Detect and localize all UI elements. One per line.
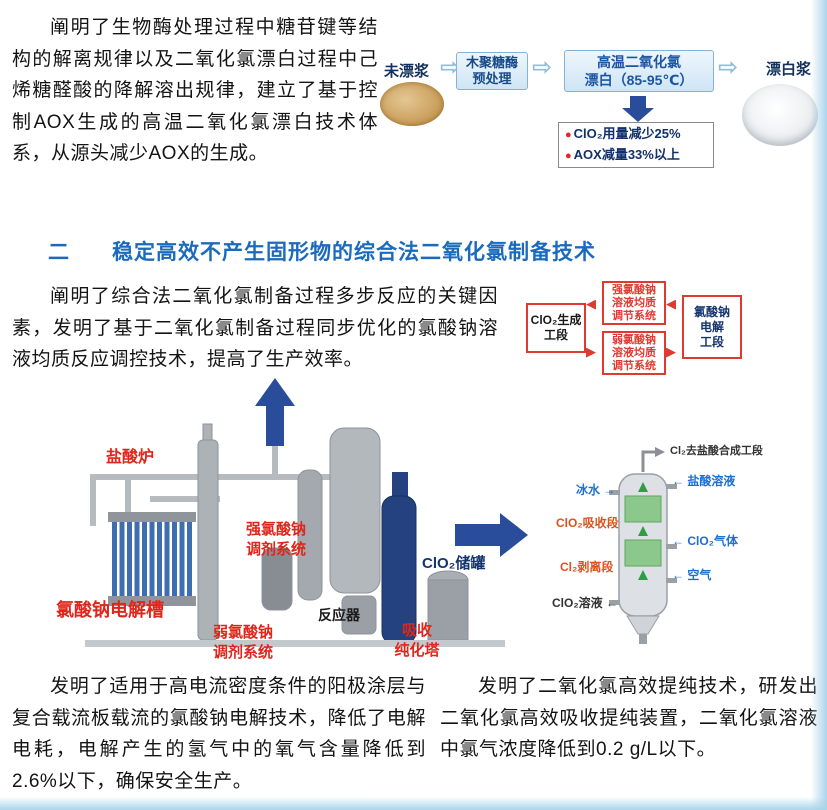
enzyme-pretreatment-box: 木聚糖酶 预处理 xyxy=(456,52,528,90)
arrow-left-icon: ← xyxy=(672,474,684,488)
unbleached-pulp-image xyxy=(380,82,444,126)
clo2-solution-text: ClO₂溶液 xyxy=(552,596,603,610)
clo2-gas-text: ClO₂气体 xyxy=(687,534,739,548)
section-heading: 二 稳定高效不产生固形物的综合法二氧化氯制备技术 xyxy=(48,236,596,266)
cl2-to-hcl-synthesis-label: Cl₂去盐酸合成工段 xyxy=(670,445,763,457)
intro-paragraph: 阐明了生物酶处理过程中糖苷键等结构的解离规律以及二氧化氯漂白过程中己烯糖醛酸的降… xyxy=(12,17,378,164)
result-text: AOX减量33%以上 xyxy=(573,147,680,162)
down-arrow-icon xyxy=(622,96,654,122)
absorption-tower-diagram xyxy=(609,447,677,644)
up-arrow-icon xyxy=(255,378,295,446)
clo2-gas-label: ← ClO₂气体 xyxy=(672,532,738,549)
cycle-arrow-right-icon: ▶ xyxy=(666,344,676,359)
bleaching-flow-diagram: 未漂浆 ⇨ 木聚糖酶 预处理 ⇨ 高温二氧化氯 漂白（85-95℃） ⇨ 漂白浆… xyxy=(380,48,826,172)
tower-top-pipe xyxy=(641,450,655,472)
hcl-furnace-label: 盐酸炉 xyxy=(106,449,155,466)
high-temp-bleaching-box: 高温二氧化氯 漂白（85-95℃） xyxy=(564,50,714,92)
tower-outlet xyxy=(639,634,647,644)
bullet-icon: ● xyxy=(565,129,572,141)
result-text: ClO₂用量减少25% xyxy=(573,126,681,141)
bleached-pulp-label: 漂白浆 xyxy=(766,61,812,78)
electrolysis-paragraph: 发明了适用于高电流密度条件的阳极涂层与复合载流板载流的氯酸钠电解技术，降低了电解… xyxy=(12,676,426,792)
tower-nozzles xyxy=(609,484,677,605)
cycle-arrow-left-icon: ◀ xyxy=(586,296,596,311)
tower-cone xyxy=(626,615,660,635)
absorption-tower-shape xyxy=(381,472,417,645)
preparation-cycle-diagram: ClO₂生成 工段 强氯酸钠 溶液均质 调节系统 弱氯酸钠 溶液均质 调节系统 … xyxy=(520,281,820,377)
hcl-solution-text: 盐酸溶液 xyxy=(687,474,736,488)
purification-tower-label: 吸收 纯化塔 xyxy=(394,622,440,659)
strong-chlorate-system-box: 强氯酸钠 溶液均质 调节系统 xyxy=(602,281,666,325)
strong-chlorate-adjust-label: 强氯酸钠 调剂系统 xyxy=(245,521,306,558)
clo2-absorb-section-label: ClO₂吸收段 xyxy=(556,516,619,530)
air-text: 空气 xyxy=(687,568,712,582)
cl2-strip-section-label: Cl₂剥离段 xyxy=(560,560,614,574)
hcl-solution-label: ← 盐酸溶液 xyxy=(672,472,735,489)
section-number: 二 xyxy=(48,241,70,264)
arrow-left-icon: ← xyxy=(672,534,684,548)
result-item: ●ClO₂用量减少25% xyxy=(565,125,713,144)
clo2-tank-label: ClO₂储罐 xyxy=(422,555,486,572)
preparation-paragraph: 阐明了综合法二氧化氯制备过程多步反应的关键因素，发明了基于二氧化氯制备过程同步优… xyxy=(12,286,498,370)
page-edge-right-decoration xyxy=(811,0,827,810)
tower-top-arrow-icon xyxy=(655,447,665,457)
bullet-icon: ● xyxy=(565,150,572,162)
air-label: ← 空气 xyxy=(672,566,711,583)
clo2-solution-label: ClO₂溶液 ← xyxy=(552,594,618,611)
result-item: ●AOX减量33%以上 xyxy=(565,146,713,165)
clo2-plant-illustration xyxy=(85,378,528,647)
plant-base xyxy=(85,640,505,647)
ice-water-label: 冰水 → xyxy=(576,481,615,498)
arrow-left-icon: ← xyxy=(672,568,684,582)
page-edge-bottom-decoration xyxy=(0,797,827,810)
electrolyzer-cell-bundle xyxy=(108,512,196,606)
cycle-arrow-left-icon: ◀ xyxy=(666,296,676,311)
ice-water-text: 冰水 xyxy=(576,483,601,497)
weak-chlorate-system-box: 弱氯酸钠 溶液均质 调节系统 xyxy=(602,331,666,375)
purification-paragraph: 发明了二氧化氯高效提纯技术，研发出二氧化氯高效吸收提纯装置，二氧化氯溶液中氯气浓… xyxy=(440,676,818,760)
clo2-generation-stage-box: ClO₂生成 工段 xyxy=(526,303,586,353)
section-title: 稳定高效不产生固形物的综合法二氧化氯制备技术 xyxy=(112,241,596,264)
flow-arrow-icon: ⇨ xyxy=(440,54,461,81)
unbleached-pulp-label: 未漂浆 xyxy=(384,63,430,80)
right-arrow-icon xyxy=(455,513,528,557)
cycle-arrow-right-icon: ▶ xyxy=(586,344,596,359)
results-box: ●ClO₂用量减少25% ●AOX减量33%以上 xyxy=(558,122,714,168)
reactor-label: 反应器 xyxy=(318,607,360,623)
bleached-pulp-image xyxy=(742,84,818,146)
plant-vessels xyxy=(197,423,469,641)
weak-chlorate-adjust-label: 弱氯酸钠 调剂系统 xyxy=(212,624,273,661)
arrow-right-icon: → xyxy=(603,483,616,497)
electrolyzer-label: 氯酸钠电解槽 xyxy=(56,600,164,620)
flow-arrow-icon: ⇨ xyxy=(718,54,739,81)
tower-packing-sections xyxy=(624,482,662,580)
flow-arrow-icon: ⇨ xyxy=(532,54,553,81)
electrolysis-stage-box: 氯酸钠 电解 工段 xyxy=(682,295,742,359)
arrow-left-icon: ← xyxy=(606,596,619,610)
